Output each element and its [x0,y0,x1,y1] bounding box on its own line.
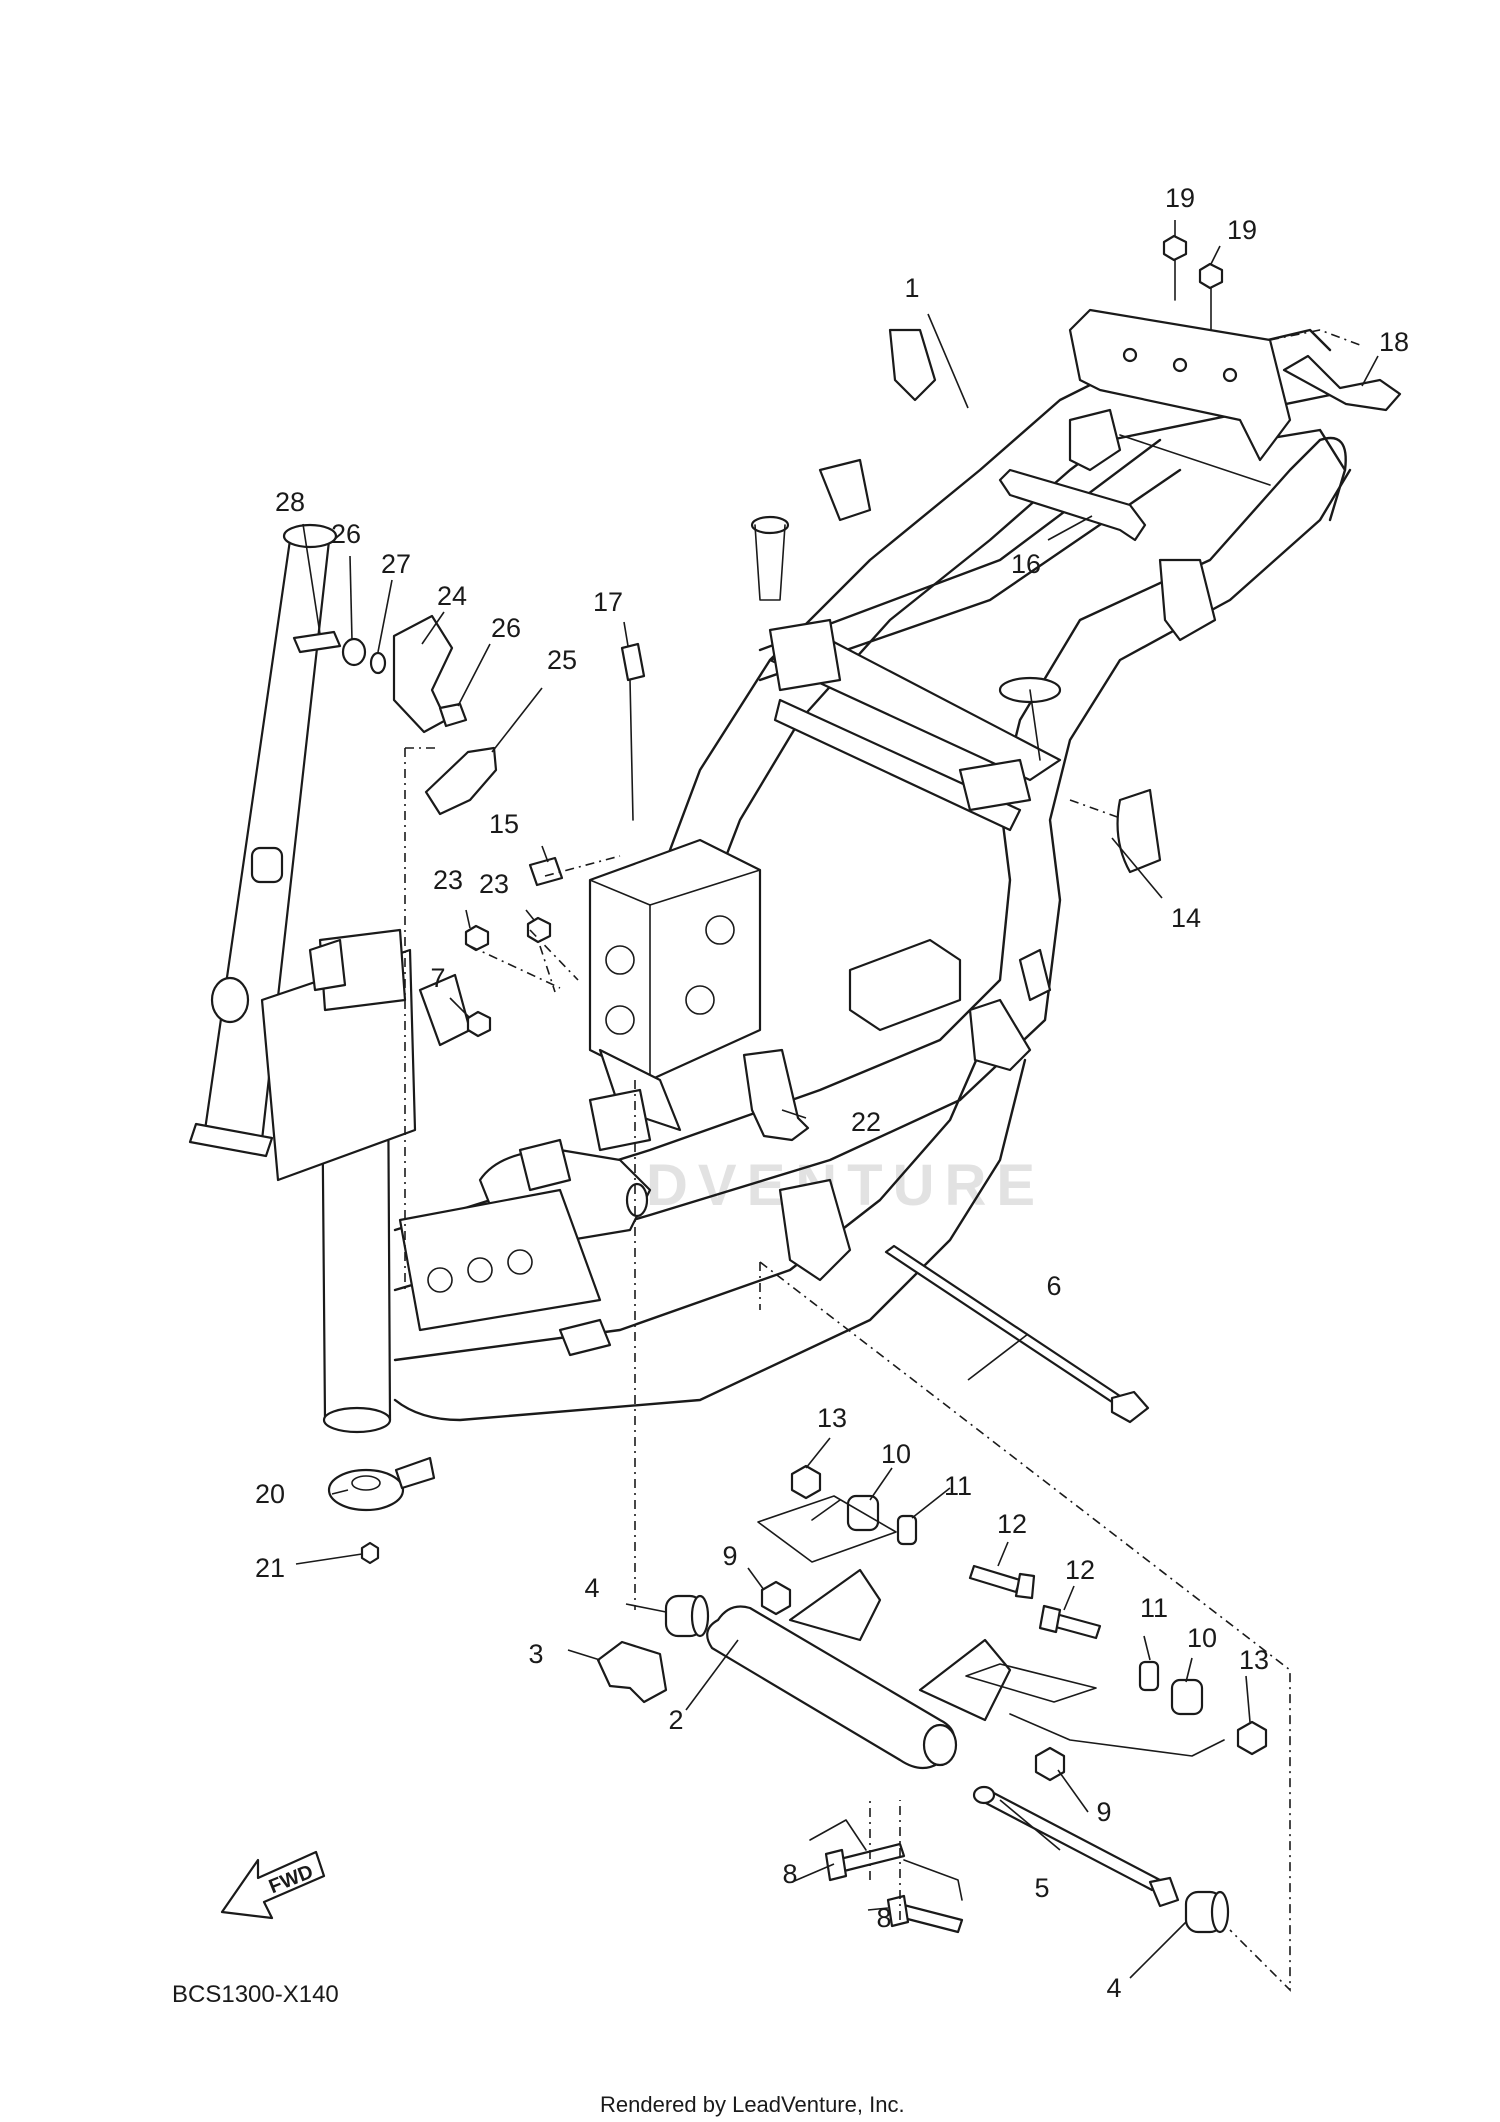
callout-20: 20 [255,1479,285,1509]
callout-7: 7 [430,963,445,993]
callout-8: 8 [876,1903,891,1933]
callout-11: 11 [944,1471,972,1501]
part-22-bracket [742,1048,810,1142]
callout-5: 5 [1034,1873,1049,1903]
part-13-nuts [790,1464,1268,1756]
diagram-code: BCS1300-X140 [172,1981,339,2008]
callout-4: 4 [584,1573,599,1603]
callout-26: 26 [331,519,361,549]
callout-27: 27 [381,549,411,579]
part-3-clamp [596,1640,668,1704]
callout-28: 28 [275,487,305,517]
callout-17: 17 [593,587,623,617]
callout-19: 19 [1165,183,1195,213]
part-15-block [528,856,564,887]
part-18-bracket [1282,354,1402,412]
callout-22: 22 [851,1107,881,1137]
part-17-clip [620,642,646,821]
part-21-nut [360,1541,380,1565]
callout-9: 9 [1096,1797,1111,1827]
callout-15: 15 [489,809,519,839]
assembly-lines [404,329,1361,1992]
callout-8: 8 [782,1859,797,1889]
callout-12: 12 [997,1509,1027,1539]
part-20-horn [327,1456,436,1512]
part-2-pivot-arm [706,1568,1012,1770]
callout-14: 14 [1171,903,1201,933]
callout-10: 10 [1187,1623,1217,1653]
callout-labels: 1 2 3 4 4 5 6 7 8 8 9 9 10 10 11 11 12 1… [255,183,1409,2003]
callout-2: 2 [668,1705,683,1735]
part-11-spacers [896,1514,1160,1692]
part-14-pad [1116,788,1162,874]
callout-12: 12 [1065,1555,1095,1585]
callout-3: 3 [528,1639,543,1669]
leader-lines [295,220,1379,1979]
callout-1: 1 [904,273,919,303]
callout-21: 21 [255,1553,285,1583]
callout-25: 25 [547,645,577,675]
callout-13: 13 [1239,1645,1269,1675]
part-23-nuts [464,916,552,952]
callout-13: 13 [817,1403,847,1433]
parts-24-28-assembly [292,614,498,816]
callout-18: 18 [1379,327,1409,357]
part-9-nuts [760,1580,1066,1782]
callout-9: 9 [722,1541,737,1571]
part-7-nut [466,1010,492,1038]
callout-16: 16 [1011,549,1041,579]
part-6-bolt [884,1244,1150,1424]
callout-26: 26 [491,613,521,643]
part-16-crossbar [998,468,1147,542]
part-12-bolts [968,1564,1102,1640]
callout-4: 4 [1106,1973,1121,2003]
render-credit: Rendered by LeadVenture, Inc. [600,2092,905,2117]
part-8-bolts [824,1842,964,1934]
main-frame [188,308,1352,1434]
callout-19: 19 [1227,215,1257,245]
callout-10: 10 [881,1439,911,1469]
callout-11: 11 [1140,1593,1168,1623]
part-19-nuts [1162,234,1224,331]
fwd-arrow: FWD [220,1850,326,1920]
callout-23: 23 [479,869,509,899]
callout-23: 23 [433,865,463,895]
part-5-pin [972,1785,1180,1908]
callout-6: 6 [1046,1271,1061,1301]
part-4-bushings [664,1594,1230,1934]
callout-24: 24 [437,581,467,611]
